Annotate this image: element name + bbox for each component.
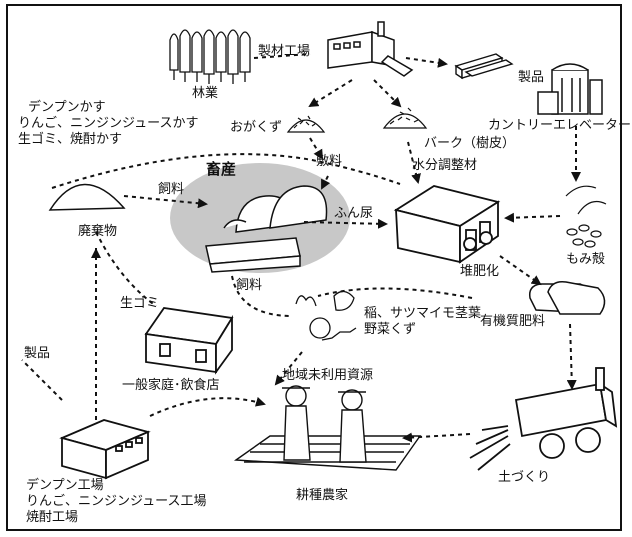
label-forestry: 林業 [192,86,219,101]
label-feed-bottom: 飼料 [236,278,263,293]
country-elevator-icon [537,63,603,115]
fertilizer-bags-icon [528,280,606,315]
label-unused-resources: 地域未利用資源 [282,368,374,383]
factory-icon [59,419,151,480]
label-food-waste: 生ゴミ [120,296,160,311]
label-waste: 廃棄物 [78,224,118,239]
crop-residue-icon [295,290,357,341]
label-crop-residue-2: 野菜くず [364,322,417,337]
bark-pile-icon [382,107,428,129]
label-moisture-adjuster: 水分調整材 [412,158,478,173]
forest-icon [169,29,251,84]
sawdust-pile-icon [286,115,326,133]
label-feed-top: 飼料 [158,182,185,197]
label-households: 一般家庭･飲食店 [122,378,220,393]
label-organic-fertilizer: 有機質肥料 [480,314,546,329]
label-factory-3: 焼酎工場 [26,510,79,525]
label-bark: バーク（樹皮） [424,136,516,151]
label-rice-husk: もみ殻 [566,252,606,267]
lumber-icon [454,53,514,80]
label-composting: 堆肥化 [460,264,500,279]
lees-pile-icon [48,183,126,211]
label-factory-2: りんご、ニンジンジュース工場 [26,494,207,509]
label-factory-1: デンプン工場 [26,478,104,493]
label-starch-lees-2: りんご、ニンジンジュースかす [18,116,199,131]
label-soil-building: 土づくり [498,470,551,485]
rice-husk-icon [565,185,607,248]
label-manure: ふん尿 [334,206,374,221]
flow-arrows [21,53,581,443]
label-country-elevator: カントリーエレベーター [488,118,632,133]
diagram-frame [6,4,622,531]
label-sawmill: 製材工場 [258,44,311,59]
farmers-icon [233,385,422,471]
label-starch-lees-3: 生ゴミ、焼酎かす [18,132,123,147]
label-sawdust: おがくず [230,120,283,135]
label-starch-lees-1: デンプンかす [28,100,106,115]
label-farmers: 耕種農家 [296,488,349,503]
sawmill-icon [327,21,414,77]
tractor-icon [469,367,618,471]
pig-icon [205,185,328,273]
label-products-top: 製品 [518,70,545,85]
house-icon [144,307,234,375]
compost-shed-icon [393,185,501,264]
label-livestock: 畜産 [206,160,237,178]
label-bedding: 敷料 [316,154,343,169]
label-crop-residue-1: 稲、サツマイモ茎葉 [364,306,482,321]
label-products-left: 製品 [24,346,51,361]
